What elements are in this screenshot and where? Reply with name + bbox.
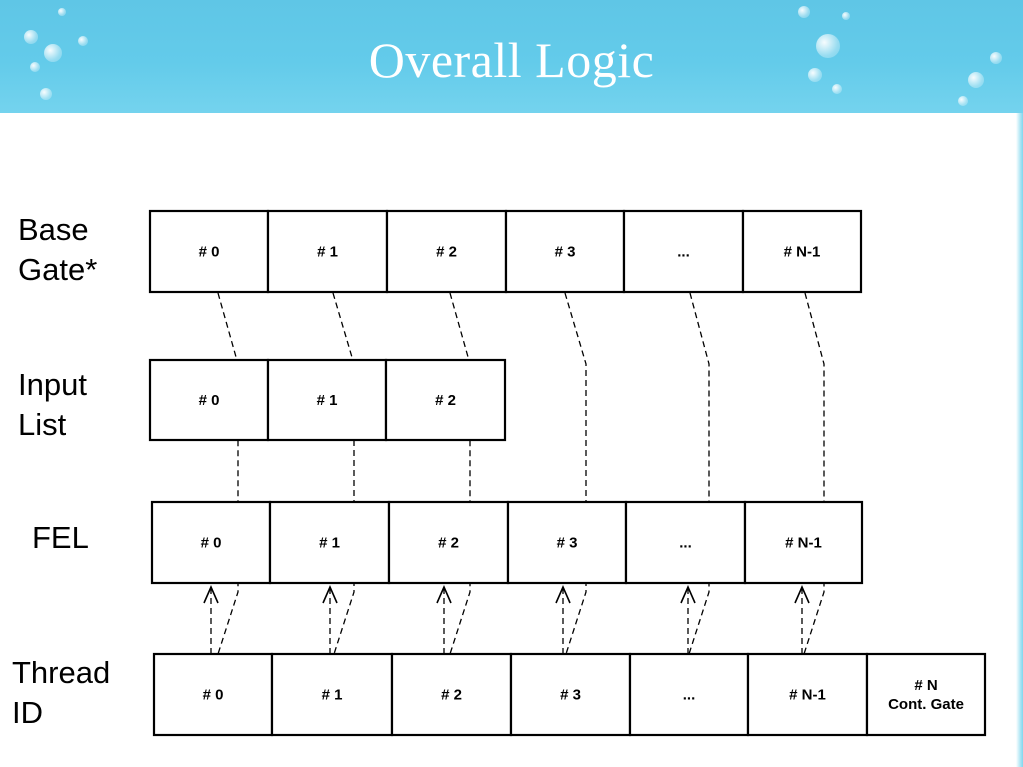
input-list-cell [148,358,270,442]
base-gate-cell-text: # 1 [317,244,338,261]
arrowhead-icon [555,585,571,604]
cell-layer: # 0 # 1 # 2 # 3... # N-1 # 0 # 1 # 2 # 0 # 1 # 2 # … [148,209,987,737]
base-gate-cell-text: ... [677,244,690,261]
base-gate-cell [741,209,863,294]
bubble-decoration [44,44,62,62]
base-gate-cell [148,209,270,294]
base-gate-cell-text: # 0 [199,244,220,261]
input-list-cell [266,358,388,442]
arrowhead-icon [322,585,338,604]
input-list-cell [384,358,507,442]
thread-id-cell-text: # 1 [322,687,343,704]
fel-cell-text: ... [679,535,692,552]
base-gate-cell [266,209,389,294]
base-gate-cell-text: # 2 [436,244,457,261]
bubble-decoration [808,68,822,82]
gate-connector-line [803,292,825,655]
bubble-decoration [798,6,810,18]
bubble-decoration [968,72,984,88]
thread-id-cell [746,652,869,737]
bubble-decoration [78,36,88,46]
thread-id-label-line: ID [12,695,43,730]
base-gate-label-line: Gate* [18,252,97,287]
fel-cell-text: # 0 [201,535,222,552]
slide-edge-decoration [1016,113,1023,767]
thread-id-cell [865,652,987,737]
base-gate-cell-text: # N-1 [784,244,821,261]
arrowhead-icon [203,585,219,604]
thread-id-cell [628,652,750,737]
connector-layer [203,292,825,655]
input-list-cell-text: # 0 [199,392,220,409]
gate-connector-line [688,292,710,655]
thread-id-cell-text: Cont. Gate [888,696,964,713]
fel-cell [268,500,391,585]
thread-id-cell-text: # N-1 [789,687,826,704]
bubble-decoration [958,96,968,106]
thread-id-label-line: Thread [12,655,110,690]
fel-cell-text: # 1 [319,535,340,552]
arrowhead-icon [680,585,696,604]
fel-cell [624,500,747,585]
bubble-decoration [816,34,840,58]
gate-connector-line [449,292,471,655]
gate-connector-line [332,292,355,655]
base-gate-cell-text: # 3 [555,244,576,261]
input-list-label-line: Input [18,367,87,402]
thread-id-cell-text: # 3 [560,687,581,704]
thread-id-cell-text: ... [683,687,696,704]
thread-id-cell-text: # 0 [203,687,224,704]
fel-cell-text: # 3 [557,535,578,552]
bubble-decoration [842,12,850,20]
fel-cell [743,500,864,585]
fel-cell [506,500,628,585]
arrowhead-icon [436,585,452,604]
bubble-decoration [832,84,842,94]
thread-id-cell [509,652,632,737]
fel-cell-text: # 2 [438,535,459,552]
arrowhead-icon [794,585,810,604]
bubble-decoration [58,8,66,16]
base-gate-cell [504,209,626,294]
bubble-decoration [40,88,52,100]
fel-label-line: FEL [32,520,89,555]
fel-cell [387,500,510,585]
fel-cell-text: # N-1 [785,535,822,552]
bubble-decoration [990,52,1002,64]
slide-title: Overall Logic [368,32,655,88]
thread-id-cell-text: # N [914,677,937,694]
input-list-cell-text: # 1 [317,392,338,409]
thread-id-cell-text: # 2 [441,687,462,704]
base-gate-cell [622,209,745,294]
gate-connector-line [217,292,239,655]
gate-connector-line [564,292,587,655]
fel-cell [150,500,272,585]
bubble-decoration [30,62,40,72]
input-list-cell-text: # 2 [435,392,456,409]
base-gate-label-line: Base [18,212,89,247]
thread-id-cell [390,652,513,737]
title-bar: Overall Logic [0,0,1023,113]
base-gate-cell [385,209,508,294]
bubble-decoration [24,30,38,44]
input-list-label-line: List [18,407,67,442]
